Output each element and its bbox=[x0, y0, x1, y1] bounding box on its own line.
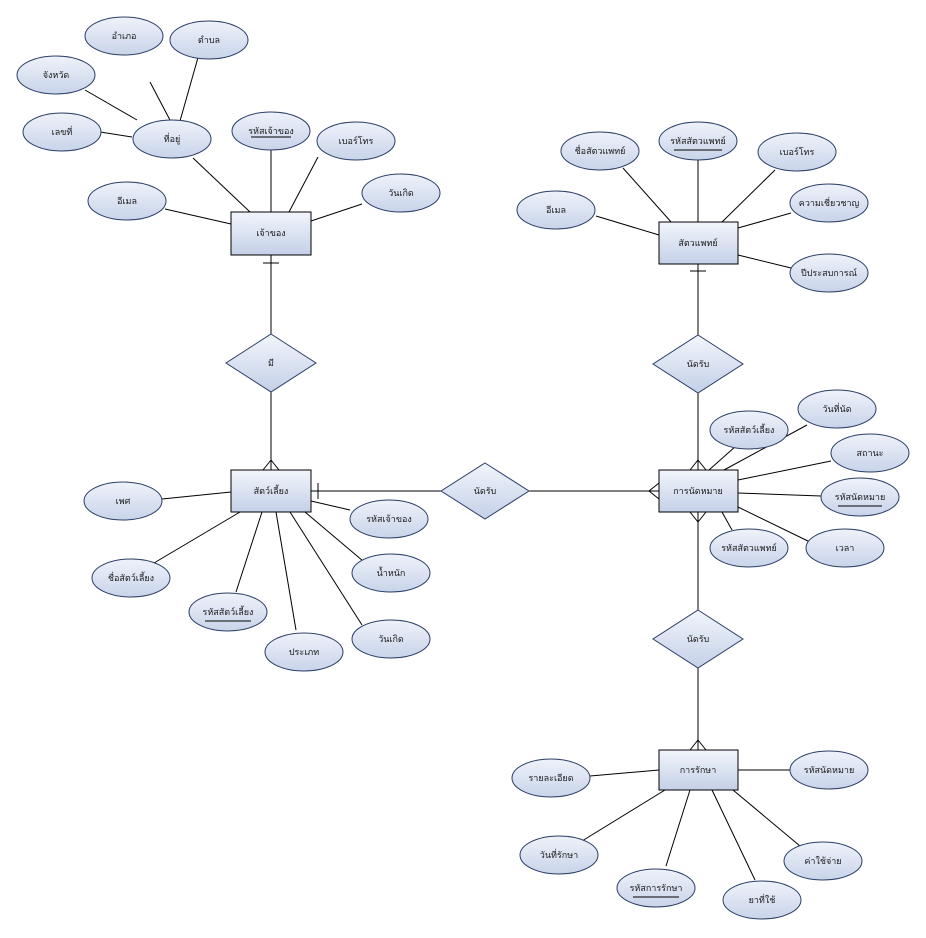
svg-text:อำเภอ: อำเภอ bbox=[112, 31, 137, 42]
svg-text:ประเภท: ประเภท bbox=[289, 648, 319, 658]
attribute-appt-pet-id: รหัสสัตว์เลี้ยง bbox=[709, 410, 789, 450]
attribute-owner-birthdate: วันเกิด bbox=[361, 173, 441, 213]
attribute-pet-id: รหัสสัตว์เลี้ยง bbox=[188, 592, 268, 632]
attribute-treat-date: วันที่รักษา bbox=[519, 835, 599, 875]
svg-text:ความเชี่ยวชาญ: ความเชี่ยวชาญ bbox=[799, 196, 860, 209]
entity-appointment: การนัดหมาย bbox=[658, 469, 739, 513]
attribute-treat-appt-id: รหัสนัดหมาย bbox=[789, 750, 869, 790]
svg-text:วันเกิด: วันเกิด bbox=[378, 634, 404, 645]
entity-pet: สัตว์เลี้ยง bbox=[230, 469, 312, 513]
attribute-pet-owner-id: รหัสเจ้าของ bbox=[349, 499, 429, 539]
attribute-treat-detail: รายละเอียด bbox=[511, 758, 591, 798]
svg-text:รหัสสัตว์เลี้ยง: รหัสสัตว์เลี้ยง bbox=[203, 605, 254, 618]
cardinality-marks bbox=[262, 262, 707, 751]
svg-text:วันที่นัด: วันที่นัด bbox=[822, 402, 851, 415]
relationship-appointment-treatment: นัดรับ bbox=[652, 609, 744, 669]
appt-many-mark-top bbox=[689, 459, 707, 471]
svg-text:เวลา: เวลา bbox=[836, 544, 855, 554]
attribute-vet-expertise: ความเชี่ยวชาญ bbox=[789, 183, 869, 223]
svg-text:เบอร์โทร: เบอร์โทร bbox=[780, 146, 815, 158]
attribute-owner-id: รหัสเจ้าของ bbox=[231, 111, 311, 151]
attribute-owner-house-no: เลขที่ bbox=[22, 112, 102, 152]
attribute-owner-email: อีเมล bbox=[87, 181, 167, 221]
svg-text:น้ำหนัก: น้ำหนัก bbox=[377, 566, 406, 579]
attribute-owner-amphoe: อำเภอ bbox=[84, 16, 164, 56]
attribute-pet-weight: น้ำหนัก bbox=[351, 553, 431, 593]
svg-text:รหัสเจ้าของ: รหัสเจ้าของ bbox=[366, 514, 412, 525]
attribute-vet-experience: ปีประสบการณ์ bbox=[789, 253, 869, 293]
entity-label: สัตว์เลี้ยง bbox=[254, 484, 289, 497]
svg-text:ยาที่ใช้: ยาที่ใช้ bbox=[749, 893, 776, 906]
svg-text:รหัสนัดหมาย: รหัสนัดหมาย bbox=[835, 493, 885, 503]
svg-text:จังหวัด: จังหวัด bbox=[43, 71, 70, 81]
attribute-appt-vet-id: รหัสสัตวแพทย์ bbox=[709, 528, 789, 568]
relationship-label: นัดรับ bbox=[687, 635, 710, 645]
svg-text:ชื่อสัตวแพทย์: ชื่อสัตวแพทย์ bbox=[575, 144, 626, 157]
svg-text:ปีประสบการณ์: ปีประสบการณ์ bbox=[801, 267, 857, 279]
svg-text:รหัสสัตวแพทย์: รหัสสัตวแพทย์ bbox=[670, 135, 726, 147]
relationship-label: มี bbox=[268, 358, 274, 369]
entity-treatment: การรักษา bbox=[658, 749, 739, 791]
appt-many-mark-left bbox=[648, 482, 660, 500]
svg-text:รหัสสัตว์เลี้ยง: รหัสสัตว์เลี้ยง bbox=[724, 423, 775, 436]
svg-text:สถานะ: สถานะ bbox=[857, 449, 884, 459]
attribute-treat-id: รหัสการรักษา bbox=[616, 868, 696, 908]
svg-text:ชื่อสัตว์เลี้ยง: ชื่อสัตว์เลี้ยง bbox=[108, 571, 154, 584]
attribute-vet-phone: เบอร์โทร bbox=[757, 132, 837, 172]
attribute-treat-cost: ค่าใช้จ่าย bbox=[783, 841, 863, 881]
attribute-pet-sex: เพศ bbox=[83, 481, 163, 521]
attribute-owner-province: จังหวัด bbox=[16, 55, 96, 95]
svg-text:รหัสสัตวแพทย์: รหัสสัตวแพทย์ bbox=[721, 542, 777, 554]
entity-owner: เจ้าของ bbox=[230, 211, 312, 256]
attribute-vet-name: ชื่อสัตวแพทย์ bbox=[560, 131, 640, 171]
relationship-pet-appointment: นัดรับ bbox=[440, 462, 530, 520]
entity-label: สัตวแพทย์ bbox=[678, 237, 717, 249]
svg-text:เพศ: เพศ bbox=[116, 497, 131, 507]
attribute-appt-time: เวลา bbox=[805, 528, 885, 568]
svg-text:รายละเอียด: รายละเอียด bbox=[528, 773, 573, 784]
svg-text:ค่าใช้จ่าย: ค่าใช้จ่าย bbox=[804, 856, 841, 867]
svg-text:รหัสการรักษา: รหัสการรักษา bbox=[630, 884, 683, 894]
attribute-appt-date: วันที่นัด bbox=[797, 389, 877, 429]
attribute-owner-phone: เบอร์โทร bbox=[316, 121, 396, 161]
relationship-label: นัดรับ bbox=[474, 487, 497, 497]
pet-many-mark-top bbox=[262, 459, 280, 471]
attribute-vet-email: อีเมล bbox=[516, 190, 596, 230]
svg-text:รหัสเจ้าของ: รหัสเจ้าของ bbox=[248, 126, 294, 137]
relationship-label: นัดรับ bbox=[687, 360, 710, 370]
attribute-pet-name: ชื่อสัตว์เลี้ยง bbox=[91, 558, 171, 598]
svg-text:ตำบล: ตำบล bbox=[198, 35, 220, 46]
attribute-owner-tambon: ตำบล bbox=[169, 20, 249, 60]
relationship-vet-appointment: นัดรับ bbox=[652, 334, 744, 394]
attribute-pet-birthdate: วันเกิด bbox=[351, 619, 431, 659]
svg-text:วันเกิด: วันเกิด bbox=[388, 188, 414, 199]
appt-many-mark-bottom bbox=[689, 511, 707, 523]
svg-text:รหัสนัดหมาย: รหัสนัดหมาย bbox=[804, 766, 854, 776]
relationship-owner-pet: มี bbox=[225, 333, 317, 393]
attribute-vet-id: รหัสสัตวแพทย์ bbox=[658, 121, 738, 161]
svg-text:วันที่รักษา: วันที่รักษา bbox=[540, 848, 578, 861]
treatment-many-mark-top bbox=[689, 739, 707, 751]
svg-text:อีเมล: อีเมล bbox=[546, 205, 566, 216]
edges bbox=[84, 53, 832, 881]
svg-text:เบอร์โทร: เบอร์โทร bbox=[339, 135, 374, 147]
entity-label: การนัดหมาย bbox=[673, 487, 723, 497]
svg-text:ที่อยู่: ที่อยู่ bbox=[164, 132, 181, 145]
entity-vet: สัตวแพทย์ bbox=[658, 221, 739, 265]
attribute-treat-medicine: ยาที่ใช้ bbox=[722, 880, 802, 920]
attribute-appt-id: รหัสนัดหมาย bbox=[820, 477, 900, 517]
entity-label: การรักษา bbox=[680, 766, 717, 776]
attribute-appt-status: สถานะ bbox=[830, 433, 910, 473]
attribute-owner-address: ที่อยู่ bbox=[132, 119, 212, 159]
entity-label: เจ้าของ bbox=[256, 228, 285, 239]
attribute-pet-type: ประเภท bbox=[264, 632, 344, 672]
svg-text:เลขที่: เลขที่ bbox=[52, 125, 73, 138]
svg-text:อีเมล: อีเมล bbox=[117, 196, 137, 207]
